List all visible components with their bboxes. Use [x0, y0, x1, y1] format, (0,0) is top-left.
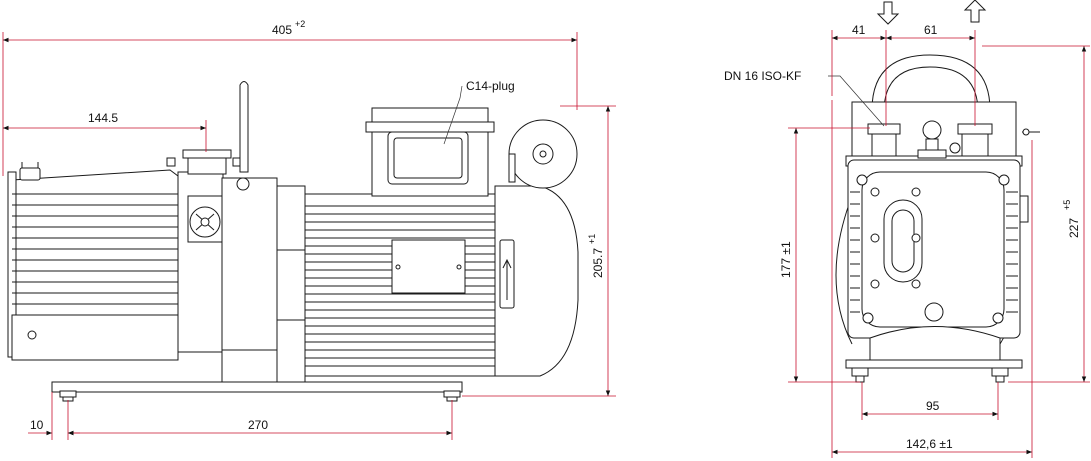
motor-end-cap [494, 185, 579, 377]
oil-cap [19, 167, 41, 181]
foot-width-label: 95 [926, 399, 940, 413]
overall-length-tolerance: +2 [295, 19, 305, 29]
foot-height-label: 177 ±1 [779, 241, 793, 278]
front-dimensions: 41 61 177 ±1 227 +5 95 142,6 ±1 [779, 23, 1090, 458]
gas-ballast-valve [922, 120, 942, 140]
drain-screw [27, 330, 37, 340]
cooling-fins [12, 193, 178, 305]
total-height-label: 227 [1067, 218, 1081, 238]
port-offset-left-label: 41 [852, 23, 866, 37]
flange-label: DN 16 ISO-KF [724, 69, 801, 83]
inlet-flange [867, 123, 901, 157]
front-sight-glass [924, 302, 944, 322]
foot-left [59, 390, 77, 402]
total-height-tolerance: +5 [1062, 200, 1072, 210]
outlet-flow-arrow-icon [963, 0, 987, 23]
overall-height-tolerance: +1 [587, 234, 597, 244]
overall-width-label: 142,6 ±1 [906, 437, 953, 451]
c14-leader [443, 85, 463, 145]
foot-bracket [869, 326, 1001, 363]
side-view: C14-plug [7, 79, 579, 402]
pump-body [7, 162, 214, 361]
outlet-flange [957, 123, 993, 157]
foot-offset-label: 10 [30, 418, 44, 432]
face-fins [850, 191, 1018, 313]
inlet-flow-arrow-icon [876, 1, 900, 25]
foot-spacing-label: 270 [248, 418, 268, 432]
side-dimensions: 405 +2 144.5 10 270 205.7 +1 [2, 19, 616, 440]
face-bolts [856, 174, 1010, 324]
front-view: DN 16 ISO-KF [724, 0, 1040, 383]
c14-plug-label: C14-plug [466, 79, 515, 93]
motor [304, 107, 579, 377]
middle-block [177, 171, 305, 383]
handle [239, 81, 249, 173]
inlet-port [166, 149, 242, 175]
handle-loop [871, 54, 991, 160]
coupling [276, 185, 306, 383]
motor-outline-left [835, 195, 853, 345]
overall-height-label: 205.7 [591, 248, 605, 278]
base-plate [51, 381, 463, 393]
rating-plate [391, 239, 466, 294]
foot-right [443, 390, 461, 402]
side-switch [1019, 195, 1029, 223]
overall-length-label: 405 [272, 23, 292, 37]
inlet-offset-label: 144.5 [88, 111, 118, 125]
port-offset-right-label: 61 [924, 23, 938, 37]
